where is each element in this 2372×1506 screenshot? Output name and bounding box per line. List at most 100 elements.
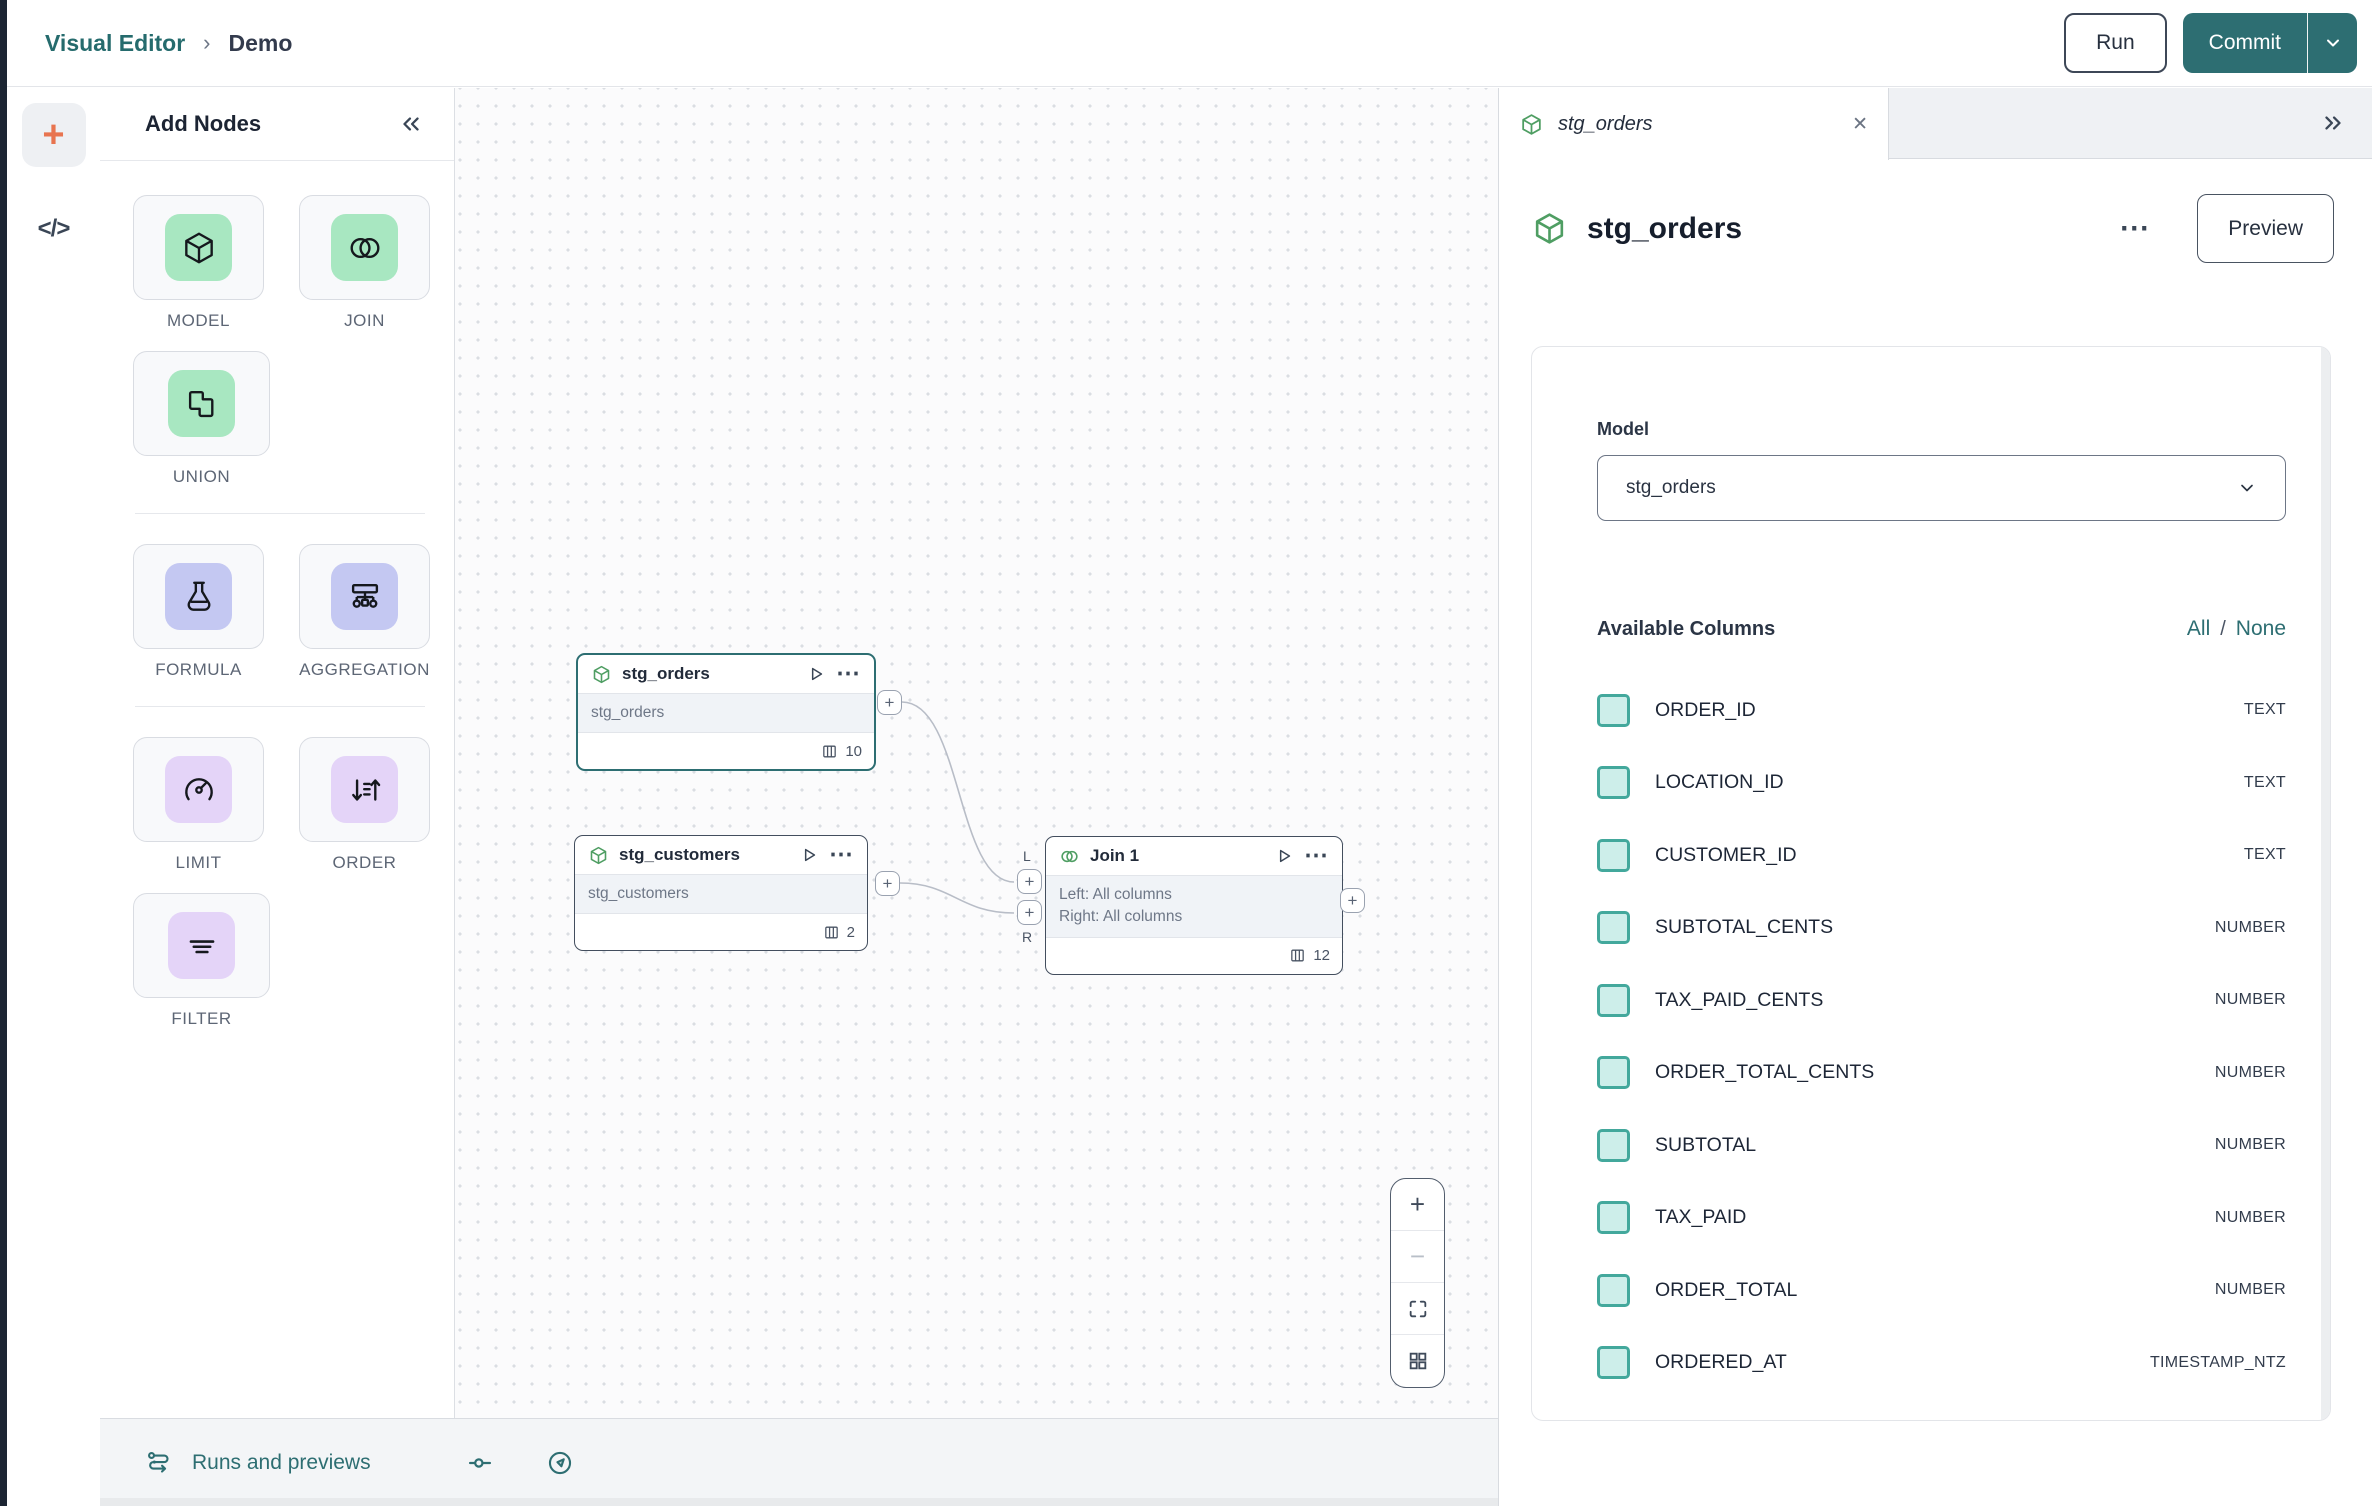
fit-view-button[interactable] (1391, 1283, 1444, 1335)
zoom-out-button[interactable]: − (1391, 1231, 1444, 1283)
column-name: ORDER_TOTAL (1655, 1278, 1798, 1301)
node-model-ref: stg_orders (578, 693, 874, 734)
column-checkbox[interactable] (1597, 1128, 1630, 1162)
fit-view-icon (1407, 1298, 1429, 1320)
tab-close-button[interactable]: ✕ (1852, 113, 1868, 136)
column-checkbox[interactable] (1597, 1273, 1630, 1307)
node-column-count: 2 (846, 923, 855, 941)
port-label-left: L (1023, 848, 1031, 864)
tile-label: MODEL (167, 311, 230, 330)
column-name: ORDER_TOTAL_CENTS (1655, 1061, 1875, 1084)
card-scrollbar[interactable] (2321, 347, 2330, 1420)
node-column-count: 10 (845, 742, 862, 760)
collapse-panel-button[interactable] (398, 111, 424, 137)
column-checkbox[interactable] (1597, 693, 1630, 727)
port-stg-orders-output[interactable]: + (877, 690, 902, 715)
runs-route-icon (145, 1449, 173, 1477)
port-join-left-input[interactable]: + (1017, 869, 1042, 894)
node-footer: 10 (578, 733, 874, 769)
code-view-button[interactable]: </> (38, 215, 71, 243)
order-sort-icon (331, 756, 398, 823)
tile-order[interactable]: ORDER (299, 737, 430, 873)
available-columns-label: Available Columns (1597, 618, 1776, 640)
column-row: TAX_PAID NUMBER (1597, 1182, 2286, 1255)
column-checkbox[interactable] (1597, 983, 1630, 1017)
column-checkbox[interactable] (1597, 1201, 1630, 1235)
column-type: NUMBER (2214, 991, 2286, 1009)
tile-label: FILTER (171, 1009, 232, 1028)
slider-icon (466, 1449, 494, 1477)
chevrons-left-icon (398, 111, 424, 137)
breadcrumb-root-link[interactable]: Visual Editor (45, 29, 186, 56)
tile-label: JOIN (344, 311, 385, 330)
port-join-right-input[interactable]: + (1017, 900, 1042, 925)
column-checkbox[interactable] (1597, 766, 1630, 800)
select-all-link[interactable]: All (2186, 617, 2211, 640)
column-type: NUMBER (2214, 1281, 2286, 1299)
model-select[interactable]: stg_orders (1597, 455, 2286, 521)
canvas-node-stg-orders[interactable]: stg_orders ⋯ stg_orders 10 (576, 653, 876, 772)
column-name: ORDERED_AT (1655, 1351, 1787, 1374)
tile-label: UNION (172, 467, 231, 486)
column-type: TEXT (2243, 846, 2286, 864)
tile-limit[interactable]: LIMIT (133, 737, 264, 873)
play-icon (799, 845, 819, 865)
tab-title: stg_orders (1558, 112, 1653, 135)
canvas-node-join-1[interactable]: Join 1 ⋯ Left: All columns Right: All co… (1045, 836, 1343, 975)
auto-layout-button[interactable] (1391, 1335, 1444, 1387)
node-config-card: Model stg_orders Available Columns All /… (1531, 346, 2331, 1421)
select-none-link[interactable]: None (2235, 617, 2286, 640)
select-links-divider: / (2220, 618, 2226, 640)
minus-icon: − (1409, 1241, 1426, 1271)
play-icon (1274, 846, 1294, 866)
columns-list: ORDER_ID TEXT LOCATION_ID TEXT CUSTOMER_… (1597, 674, 2286, 1399)
tile-join[interactable]: JOIN (299, 195, 430, 331)
preview-button[interactable]: Preview (2197, 194, 2334, 263)
tile-filter[interactable]: FILTER (133, 893, 270, 1029)
runs-and-previews-button[interactable]: Runs and previews (145, 1449, 371, 1477)
port-stg-customers-output[interactable]: + (875, 871, 900, 896)
tile-formula[interactable]: FORMULA (133, 544, 264, 680)
plus-icon: + (1409, 1189, 1426, 1219)
node-run-button[interactable] (806, 664, 826, 684)
column-checkbox[interactable] (1597, 1056, 1630, 1090)
limit-gauge-icon (165, 756, 232, 823)
column-type: NUMBER (2214, 1208, 2286, 1226)
tab-stg-orders[interactable]: stg_orders ✕ (1499, 88, 1889, 160)
inspector-title: stg_orders (1587, 211, 1743, 245)
column-checkbox[interactable] (1597, 911, 1630, 945)
column-row: ORDER_TOTAL_CENTS NUMBER (1597, 1037, 2286, 1110)
tile-model[interactable]: MODEL (133, 195, 264, 331)
run-button[interactable]: Run (2064, 13, 2167, 73)
zoom-in-button[interactable]: + (1391, 1179, 1444, 1231)
canvas-node-stg-customers[interactable]: stg_customers ⋯ stg_customers 2 (574, 835, 868, 952)
commit-options-button[interactable] (2307, 13, 2357, 73)
expand-panel-button[interactable] (2320, 110, 2346, 136)
tile-aggregation[interactable]: AGGREGATION (299, 544, 430, 680)
column-checkbox[interactable] (1597, 838, 1630, 872)
node-run-button[interactable] (1274, 846, 1294, 866)
breadcrumb-separator-icon: › (203, 30, 211, 55)
commit-button[interactable]: Commit (2182, 13, 2307, 73)
columns-icon (1289, 947, 1306, 964)
explore-compass-button[interactable] (546, 1449, 574, 1477)
compass-icon (546, 1449, 574, 1477)
node-title: stg_orders (622, 664, 710, 683)
port-join-output[interactable]: + (1340, 888, 1365, 913)
add-node-rail-button[interactable]: + (21, 103, 86, 167)
column-checkbox[interactable] (1597, 1346, 1630, 1380)
column-name: TAX_PAID (1655, 1206, 1747, 1229)
inspector-header: stg_orders ⋯ Preview (1499, 159, 2372, 263)
model-cube-icon (1519, 112, 1544, 137)
formula-flask-icon (165, 563, 232, 630)
node-run-button[interactable] (799, 845, 819, 865)
tile-union[interactable]: UNION (133, 351, 270, 487)
inspector-panel: stg_orders ✕ stg_orders ⋯ (1498, 88, 2372, 1506)
available-columns-header: Available Columns All / None (1597, 617, 2286, 641)
chevron-down-icon (2237, 478, 2257, 498)
commit-slider-button[interactable] (466, 1449, 494, 1477)
join-circles-icon (1059, 846, 1080, 867)
column-row: SUBTOTAL NUMBER (1597, 1109, 2286, 1182)
canvas[interactable]: Add Nodes MODEL (100, 88, 1498, 1506)
